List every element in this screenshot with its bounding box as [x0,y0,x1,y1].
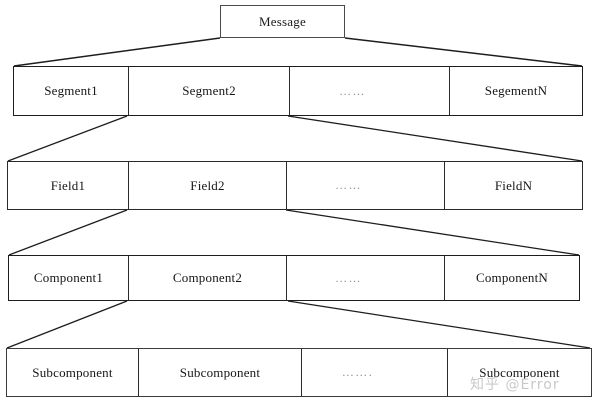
component-cell-n: ComponentN [444,256,579,300]
field-cell-n-label: FieldN [494,177,533,193]
field-cell-n: FieldN [444,162,582,209]
segment-row: Segment1 Segment2 …… SegementN [13,66,583,116]
segment-cell-n: SegementN [449,67,582,115]
subcomponent-cell-2: Subcomponent [138,349,301,396]
subcomponent-cell-2-label: Subcomponent [179,364,261,380]
field-cell-2-label: Field2 [190,177,225,193]
component-row: Component1 Component2 …… ComponentN [8,255,580,301]
field-ellipsis-label: …… [335,178,362,192]
subcomponent-cell-ellipsis: ……. [301,349,447,396]
connector-segment-to-field-right [287,115,583,162]
zhihu-watermark: 知乎 @Error [470,377,560,393]
field-cell-1: Field1 [8,162,128,209]
component-cell-2-label: Component2 [172,270,243,285]
component-cell-n-label: ComponentN [475,270,549,285]
field-cell-1-label: Field1 [50,177,86,193]
message-root-box: Message [220,5,345,38]
component-ellipsis-label: …… [335,270,362,285]
subcomponent-ellipsis-label: ……. [341,365,374,379]
connector-message-to-segment-right [344,37,583,67]
component-cell-1-label: Component1 [33,270,104,285]
segment-cell-2-label: Segment2 [182,83,236,98]
subcomponent-cell-n: Subcomponent [447,349,591,396]
field-row: Field1 Field2 …… FieldN [7,161,583,210]
connector-message-to-segment-left [13,37,221,67]
subcomponent-cell-n-label: Subcomponent [479,364,560,380]
segment-cell-n-label: SegementN [484,83,548,98]
component-cell-ellipsis: …… [286,256,444,300]
field-cell-ellipsis: …… [286,162,444,209]
segment-cell-2: Segment2 [128,67,289,115]
segment-cell-1: Segment1 [14,67,128,115]
segment-cell-1-label: Segment1 [44,83,98,98]
message-root-label: Message [259,13,306,29]
connector-segment-to-field-left [7,115,128,162]
connector-field-to-component-left [8,209,128,256]
segment-cell-ellipsis: …… [289,67,449,115]
subcomponent-cell-1: Subcomponent [7,349,138,396]
connector-component-to-subcomponent-right [287,300,591,349]
subcomponent-cell-1-label: Subcomponent [32,364,113,380]
connector-field-to-component-right [285,209,580,256]
component-cell-1: Component1 [9,256,128,300]
segment-ellipsis-label: …… [339,83,366,98]
field-cell-2: Field2 [128,162,286,209]
connector-component-to-subcomponent-left [6,300,128,349]
component-cell-2: Component2 [128,256,286,300]
